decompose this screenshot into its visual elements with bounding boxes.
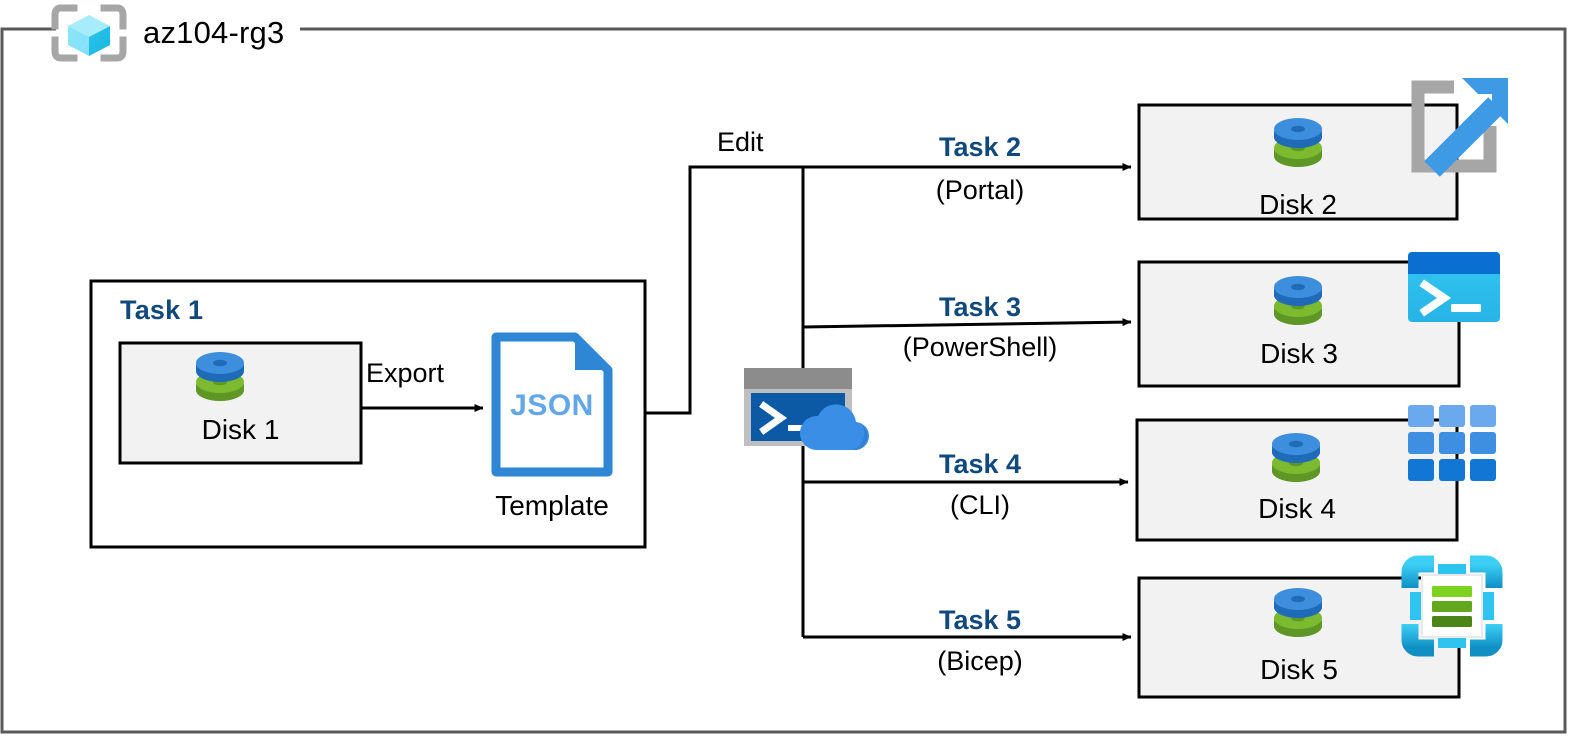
disk5-label: Disk 5 bbox=[1260, 654, 1338, 685]
disk4-label: Disk 4 bbox=[1258, 493, 1336, 524]
disk2-label: Disk 2 bbox=[1259, 189, 1337, 220]
managed-disk-icon bbox=[1274, 588, 1322, 637]
edit-label: Edit bbox=[717, 127, 764, 157]
disk1-label: Disk 1 bbox=[201, 414, 280, 445]
managed-disk-icon bbox=[1272, 433, 1320, 482]
task2-label: Task 2 bbox=[938, 131, 1022, 162]
task4-label: Task 4 bbox=[938, 448, 1022, 479]
disk3-label: Disk 3 bbox=[1260, 338, 1338, 369]
task5-label: Task 5 bbox=[938, 604, 1022, 635]
page-title: az104-rg3 bbox=[143, 15, 285, 50]
managed-disk-icon bbox=[196, 352, 244, 401]
task5-method: (Bicep) bbox=[937, 645, 1023, 676]
bicep-icon bbox=[1401, 555, 1503, 657]
powershell-icon bbox=[1408, 252, 1500, 322]
resource-group-container bbox=[0, 27, 1567, 734]
task1-heading: Task 1 bbox=[120, 295, 204, 325]
resource-group-icon bbox=[51, 4, 127, 62]
task2-method: (Portal) bbox=[935, 174, 1025, 205]
task4-method: (CLI) bbox=[950, 489, 1010, 520]
json-file-label: JSON bbox=[510, 389, 594, 422]
managed-disk-icon bbox=[1274, 276, 1322, 325]
azure-cli-icon bbox=[1408, 405, 1496, 481]
azure-portal-icon bbox=[1411, 78, 1508, 177]
task3-label: Task 3 bbox=[938, 291, 1022, 322]
managed-disk-icon bbox=[1274, 118, 1322, 167]
json-file-icon bbox=[491, 332, 613, 477]
azure-cloud-shell-icon bbox=[744, 368, 870, 451]
export-label: Export bbox=[366, 358, 445, 388]
template-caption: Template bbox=[495, 490, 609, 521]
branch-arrow-task3 bbox=[802, 318, 1132, 329]
task3-method: (PowerShell) bbox=[902, 331, 1058, 362]
